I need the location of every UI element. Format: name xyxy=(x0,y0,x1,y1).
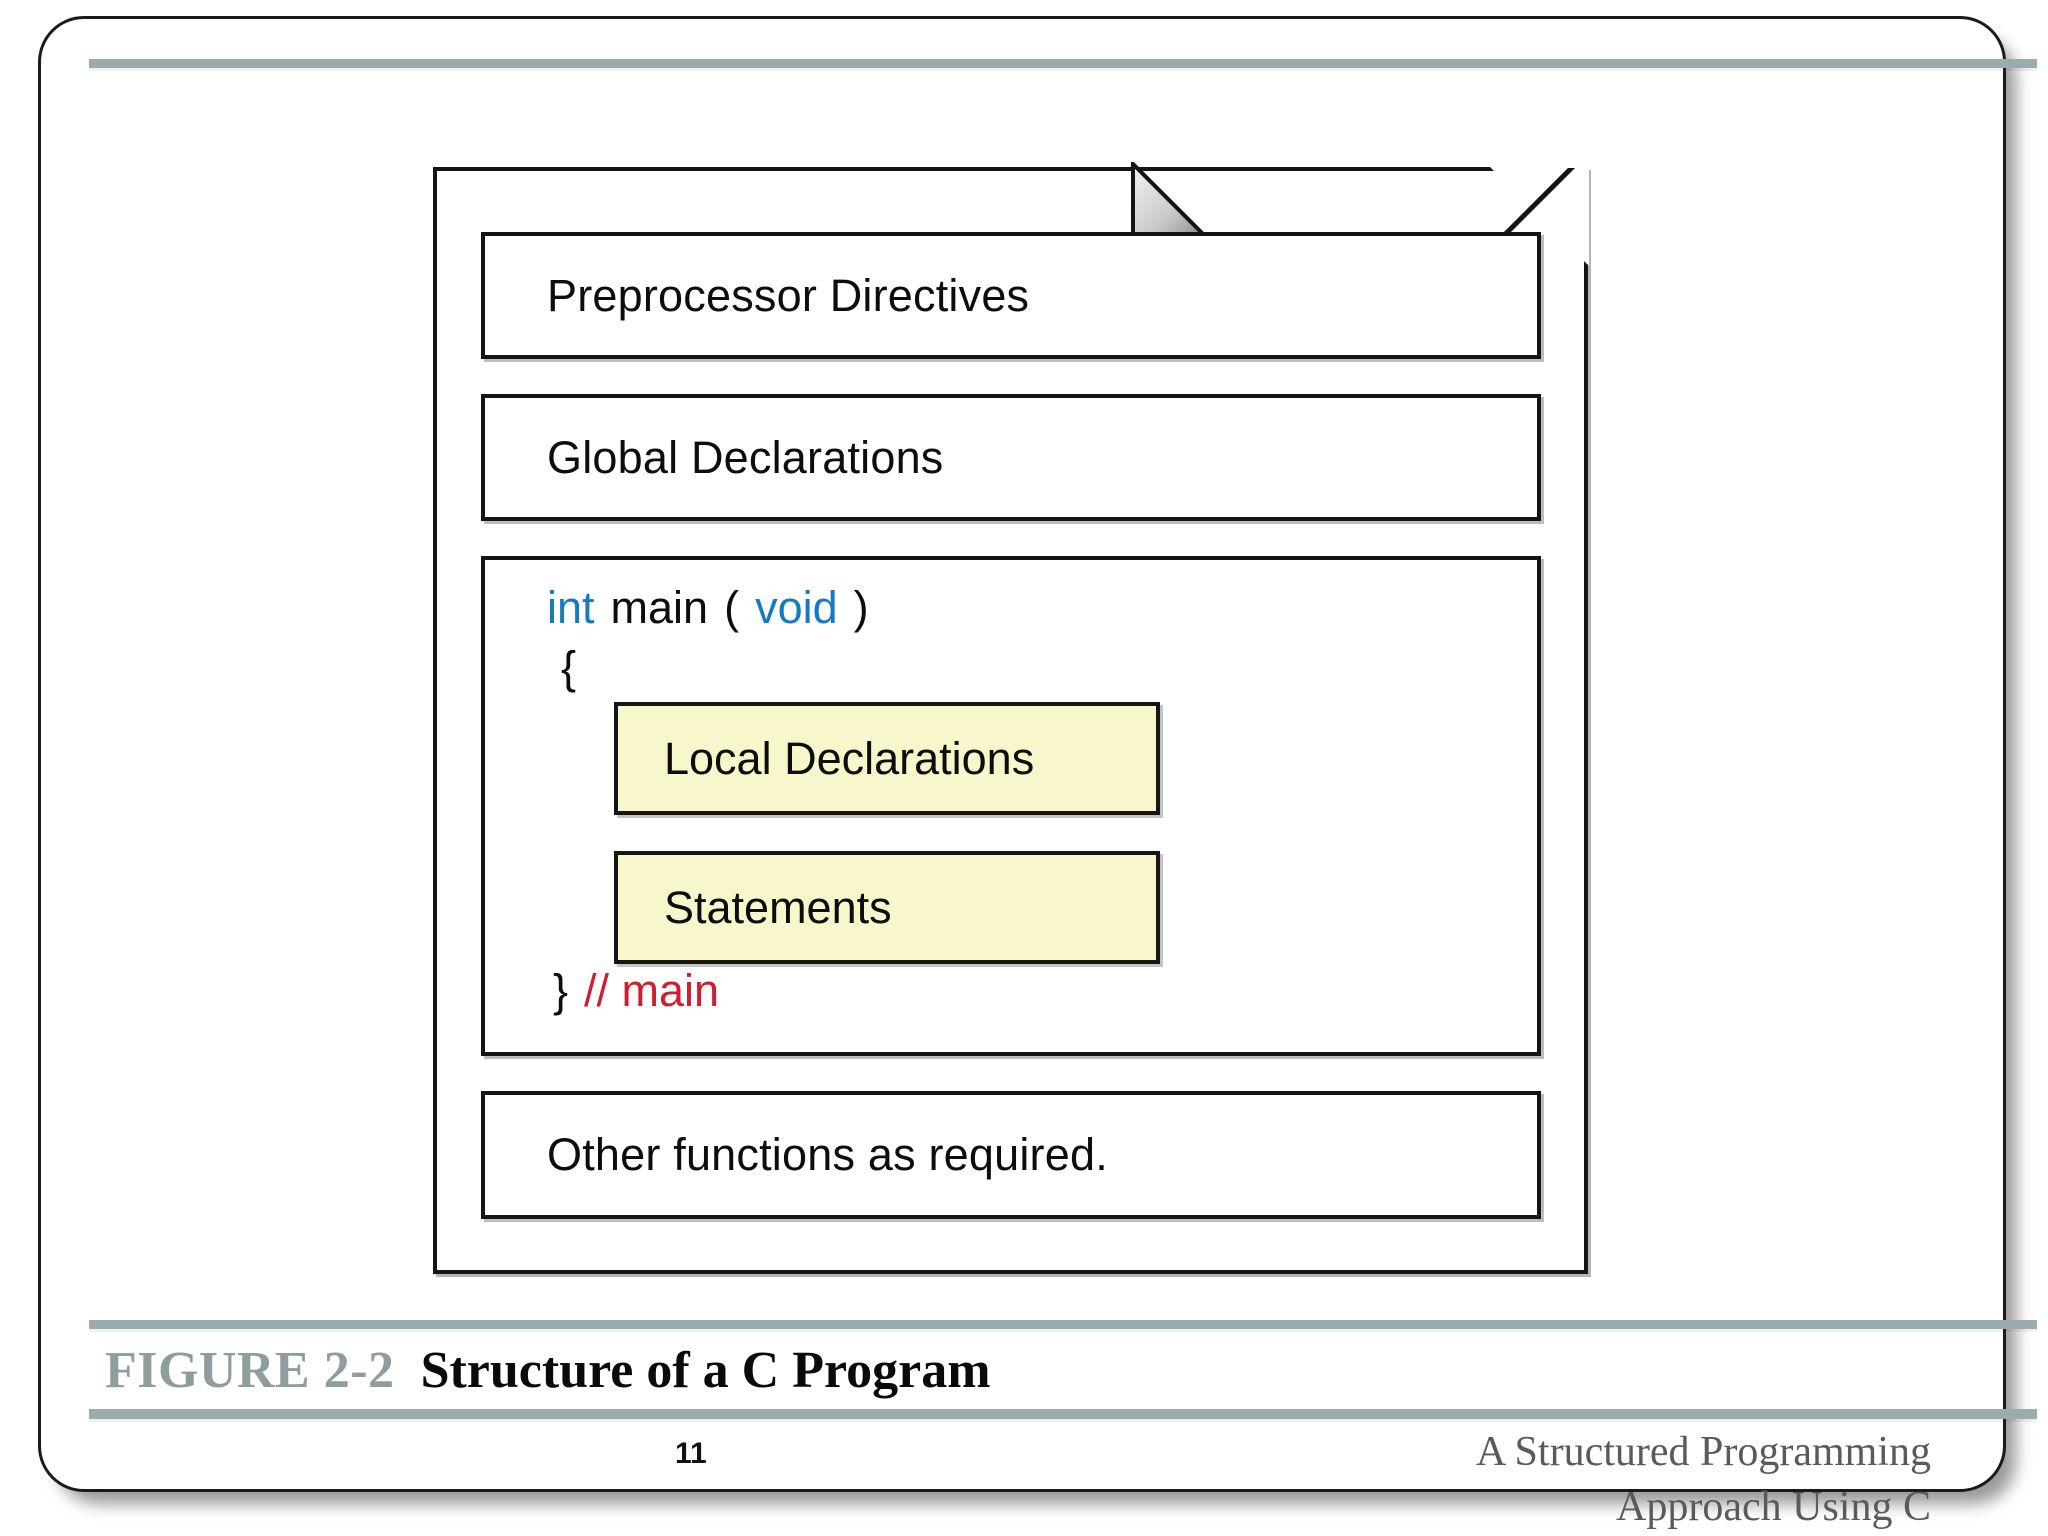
inner-box-statements: Statements xyxy=(614,851,1160,964)
section-global-declarations: Global Declarations xyxy=(481,394,1541,521)
book-title: A Structured Programming Approach Using … xyxy=(1291,1425,1931,1534)
figure-title: Structure of a C Program xyxy=(420,1342,991,1399)
open-paren: ( xyxy=(724,582,740,633)
main-close-comment: // main xyxy=(584,965,720,1016)
inner-box-statements-label: Statements xyxy=(664,881,892,933)
keyword-void: void xyxy=(755,582,838,633)
section-other-functions-label: Other functions as required. xyxy=(547,1129,1108,1180)
caption-bottom-rule xyxy=(89,1409,2037,1422)
caption-top-rule xyxy=(89,1320,2037,1332)
slide-frame: Preprocessor Directives Global Declarati… xyxy=(38,16,2037,1530)
keyword-int: int xyxy=(547,582,595,633)
close-brace-line: } // main xyxy=(553,965,719,1017)
book-title-line-2: Approach Using C xyxy=(1616,1483,1931,1530)
figure-caption: FIGURE 2-2 Structure of a C Program xyxy=(105,1341,991,1400)
top-accent-bar xyxy=(89,59,2037,71)
book-title-line-1: A Structured Programming xyxy=(1476,1429,1931,1475)
section-other-functions: Other functions as required. xyxy=(481,1091,1541,1219)
section-preprocessor-directives-label: Preprocessor Directives xyxy=(547,269,1030,321)
section-preprocessor-directives: Preprocessor Directives xyxy=(481,232,1541,359)
inner-box-local-declarations-label: Local Declarations xyxy=(664,732,1035,784)
section-global-declarations-label: Global Declarations xyxy=(547,431,944,483)
figure-number: FIGURE 2-2 xyxy=(105,1342,395,1399)
open-brace: { xyxy=(561,642,577,693)
close-paren: ) xyxy=(853,582,869,633)
inner-box-local-declarations: Local Declarations xyxy=(614,702,1160,815)
identifier-main: main xyxy=(610,582,709,633)
page-number: 11 xyxy=(675,1437,707,1470)
close-brace: } xyxy=(553,965,569,1016)
